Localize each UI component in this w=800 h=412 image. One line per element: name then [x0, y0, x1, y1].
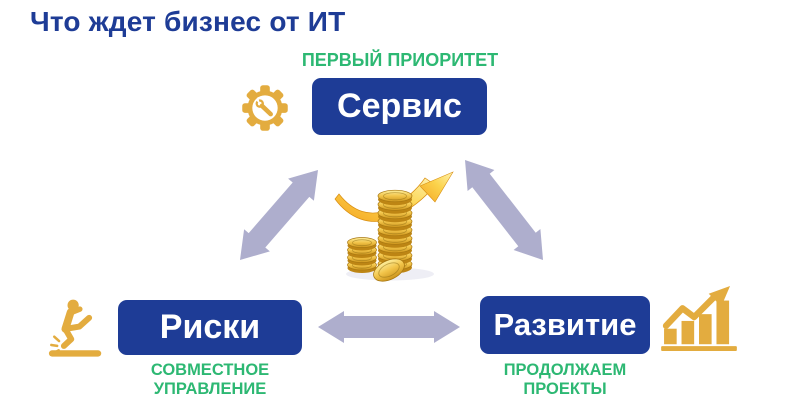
development-annotation: ПРОДОЛЖАЕМ ПРОЕКТЫ [503, 361, 627, 398]
arrow-risks-development [318, 311, 460, 343]
gear-wrench-icon [242, 85, 288, 131]
risks-box: Риски [118, 300, 302, 355]
slide-title: Что ждет бизнес от ИТ [30, 6, 346, 37]
arrow-service-development [465, 160, 543, 260]
risks-label: Риски [159, 308, 261, 346]
slipping-person-icon [48, 299, 102, 357]
rising-gold-coins-with-arrow-image [334, 171, 454, 282]
development-label: Развитие [493, 307, 637, 342]
service-annotation: ПЕРВЫЙ ПРИОРИТЕТ [301, 50, 499, 70]
growth-bar-chart-icon [661, 286, 737, 352]
service-box: Сервис [312, 78, 487, 135]
risks-annotation: СОВМЕСТНОЕ УПРАВЛЕНИЕ [150, 361, 270, 398]
arrow-service-risks [240, 170, 318, 260]
development-box: Развитие [480, 296, 650, 354]
service-label: Сервис [337, 87, 462, 125]
